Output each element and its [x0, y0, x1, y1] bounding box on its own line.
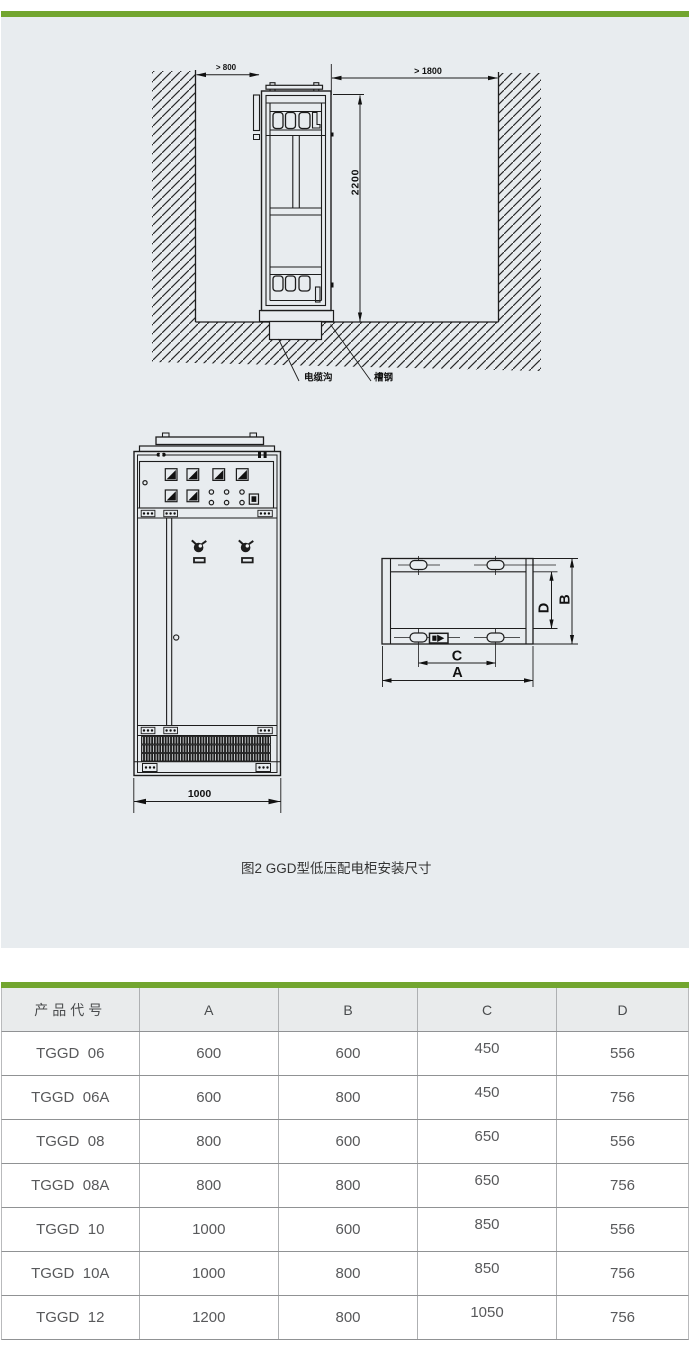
- svg-text:电缆沟: 电缆沟: [304, 372, 333, 384]
- svg-text:槽钢: 槽钢: [374, 372, 394, 384]
- svg-text:D: D: [537, 603, 553, 613]
- svg-text:C: C: [452, 649, 463, 665]
- svg-text:B: B: [558, 594, 574, 604]
- svg-text:A: A: [452, 665, 463, 681]
- svg-text:> 1800: > 1800: [414, 66, 442, 76]
- svg-text:2200: 2200: [350, 169, 362, 196]
- svg-text:1000: 1000: [188, 788, 212, 800]
- svg-text:> 800: > 800: [216, 63, 237, 72]
